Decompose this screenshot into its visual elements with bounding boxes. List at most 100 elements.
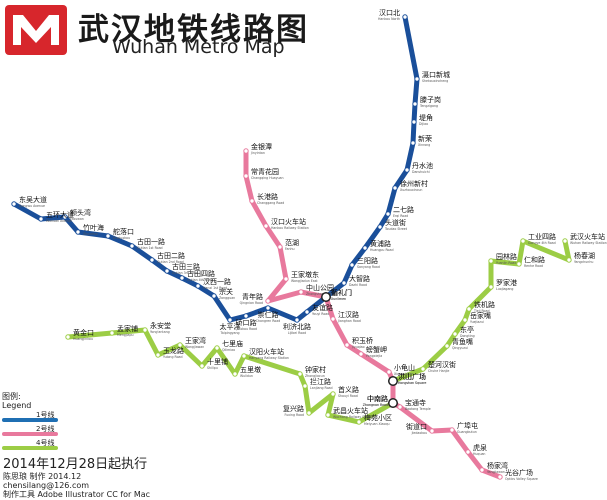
station-name: 循礼门 (331, 288, 352, 297)
tool-credit: 制作工具 Adobe Illustrator CC for Mac (3, 490, 151, 499)
station-marker (452, 331, 458, 337)
station-name: 五里墩 (240, 365, 261, 374)
station-name: 洪山广场 (398, 372, 426, 381)
station-name: 东亭 (460, 325, 474, 334)
station-name: 王家湾 (185, 336, 206, 345)
station-marker (195, 283, 201, 289)
station-name-en: Meiyuan Xiaoqu (364, 422, 390, 426)
station-name: 武昌火车站 (333, 406, 368, 415)
station-name: 梅苑小区 (364, 413, 392, 422)
station-marker (294, 317, 300, 323)
interchange-marker (321, 292, 331, 302)
interchange-marker (388, 398, 398, 408)
station-name-en: Yuejiazui (470, 320, 484, 324)
station-marker (304, 309, 310, 315)
station-marker (466, 306, 472, 312)
station-marker (179, 275, 185, 281)
station-marker (397, 404, 403, 410)
station-name-en: Shilipu (207, 366, 218, 370)
station-marker (211, 293, 217, 299)
station-name: 青年路 (242, 292, 263, 301)
station-name: 大智路 (349, 274, 370, 283)
station-name-en: Jiedaokou (411, 431, 427, 435)
station-name-en: Dongting (460, 334, 475, 338)
